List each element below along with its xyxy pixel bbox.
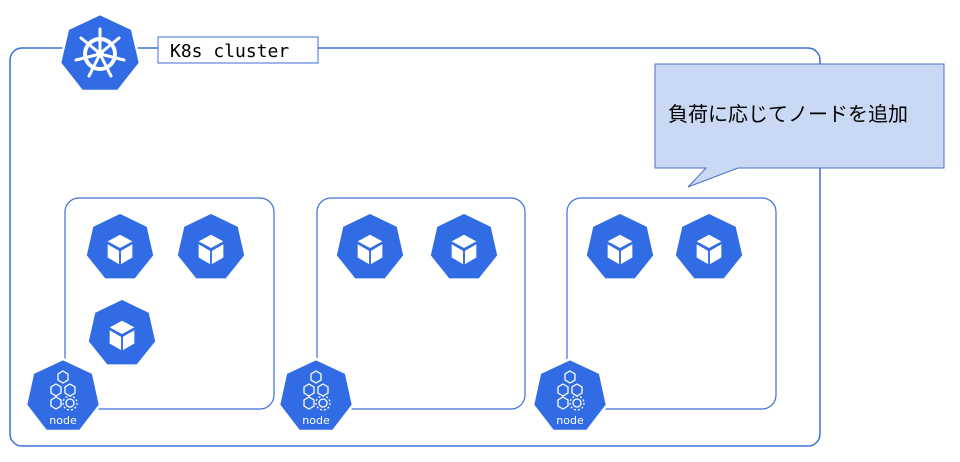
node-label: node xyxy=(302,414,330,427)
node-group-2 xyxy=(316,197,526,410)
cluster-boundary xyxy=(9,47,821,447)
cluster-label: K8s cluster xyxy=(170,41,289,62)
node-icon-2: node xyxy=(277,357,355,433)
node-group-1 xyxy=(64,197,275,410)
callout-box xyxy=(654,63,945,188)
node-icon-3: node xyxy=(531,357,609,433)
callout-text: 負荷に応じてノードを追加 xyxy=(668,102,908,126)
node-label: node xyxy=(49,414,77,427)
node-icon-1: node xyxy=(24,357,102,433)
kubernetes-helm-icon xyxy=(58,12,142,93)
node-label: node xyxy=(556,414,584,427)
node-group-3 xyxy=(566,197,777,410)
